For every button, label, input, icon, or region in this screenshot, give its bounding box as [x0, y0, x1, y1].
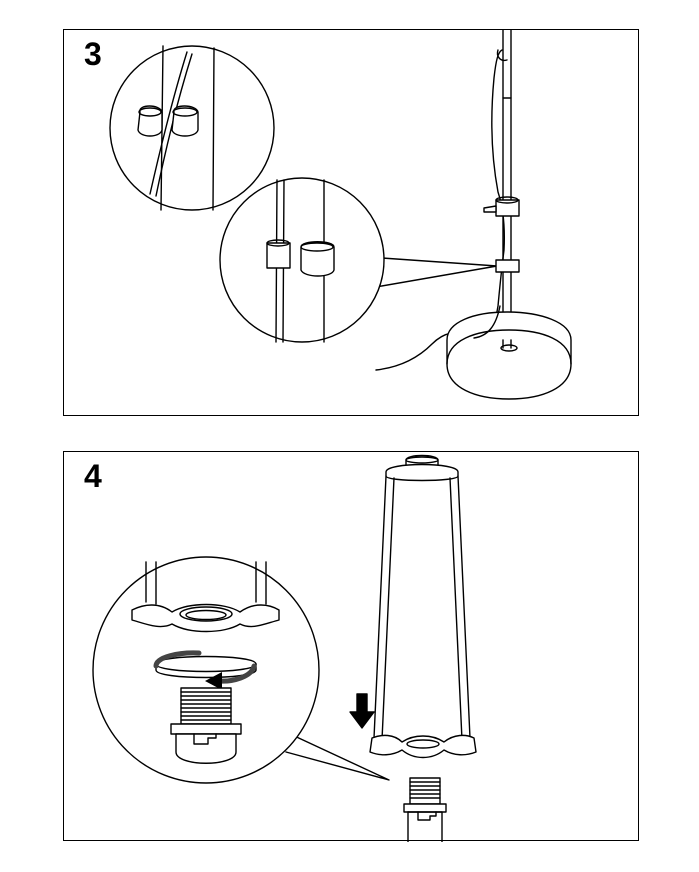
step-4-illustration — [92, 454, 477, 842]
detail-circle-cable — [219, 177, 385, 343]
detail-circle-socket — [92, 556, 320, 784]
step-number: 4 — [84, 458, 102, 494]
step-3-illustration — [109, 30, 572, 400]
lampshade-frame — [369, 454, 477, 759]
arrow-down-icon — [349, 693, 375, 729]
step-4-panel: 4 — [63, 451, 639, 842]
detail-circle-clip — [109, 45, 275, 211]
lamp-socket — [403, 777, 447, 842]
step-3-panel: 3 — [63, 29, 639, 416]
step-number: 3 — [84, 36, 102, 72]
floor-lamp — [375, 30, 572, 400]
